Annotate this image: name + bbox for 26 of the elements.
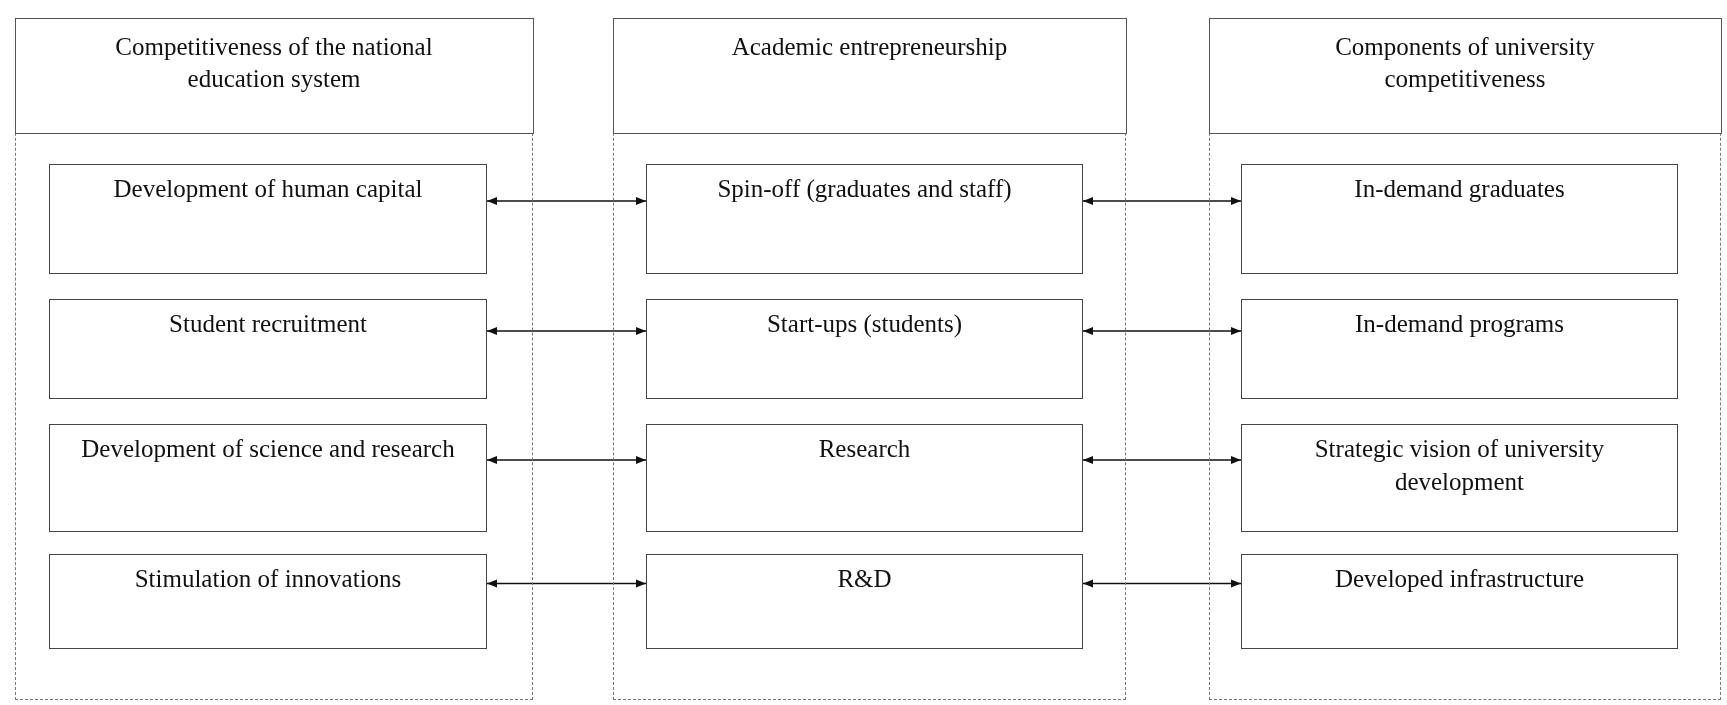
dashed-panel [1209, 18, 1721, 700]
double-arrow [486, 456, 647, 464]
double-arrow [1082, 197, 1242, 205]
process-box: Developed infrastructure [1241, 554, 1678, 649]
double-arrow [486, 327, 647, 335]
process-box: In-demand graduates [1241, 164, 1678, 274]
process-box: Strategic vision of university development [1241, 424, 1678, 532]
process-box: Research [646, 424, 1083, 532]
process-box: Student recruitment [49, 299, 487, 399]
process-box: Stimulation of innovations [49, 554, 487, 649]
dashed-panel [15, 18, 533, 700]
process-box: Development of science and research [49, 424, 487, 532]
dashed-panel [613, 18, 1126, 700]
process-box: Development of human capital [49, 164, 487, 274]
column-header: Components of university competitiveness [1208, 17, 1722, 134]
double-arrow [1082, 327, 1242, 335]
process-box: R&D [646, 554, 1083, 649]
column-header: Academic entrepreneurship [612, 17, 1127, 134]
process-box: In-demand programs [1241, 299, 1678, 399]
double-arrow [1082, 456, 1242, 464]
double-arrow [486, 197, 647, 205]
process-box: Start-ups (students) [646, 299, 1083, 399]
double-arrow [486, 579, 647, 588]
column-header: Competitiveness of the national education system [14, 17, 534, 134]
process-box: Spin-off (graduates and staff) [646, 164, 1083, 274]
double-arrow [1082, 579, 1242, 588]
